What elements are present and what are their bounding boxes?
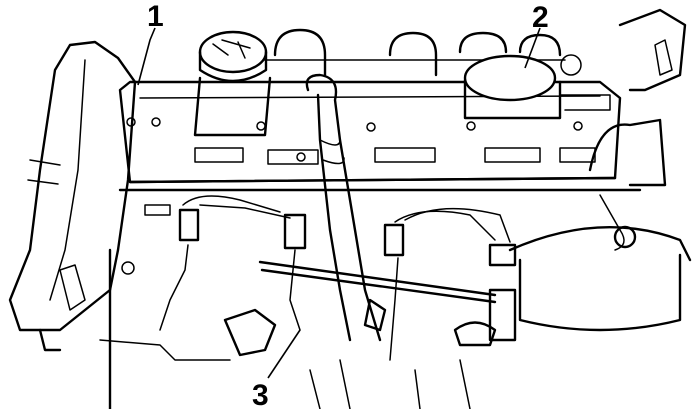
- oil-filler-cap: [193, 30, 272, 137]
- throttle-rod: [258, 260, 497, 332]
- breather-oval: [463, 54, 611, 120]
- lower-engine-block: [59, 188, 642, 409]
- callout-2: 2: [532, 1, 549, 34]
- leader-1: [137, 27, 156, 86]
- left-hose: [8, 40, 137, 352]
- leader-3: [267, 329, 301, 379]
- leader-2: [524, 27, 541, 69]
- filter-housing: [508, 8, 692, 332]
- callout-3: 3: [252, 379, 269, 409]
- injectors: [159, 195, 517, 361]
- radiator-hose: [305, 73, 382, 342]
- rocker-cover: [118, 80, 622, 184]
- callout-1: 1: [147, 0, 164, 33]
